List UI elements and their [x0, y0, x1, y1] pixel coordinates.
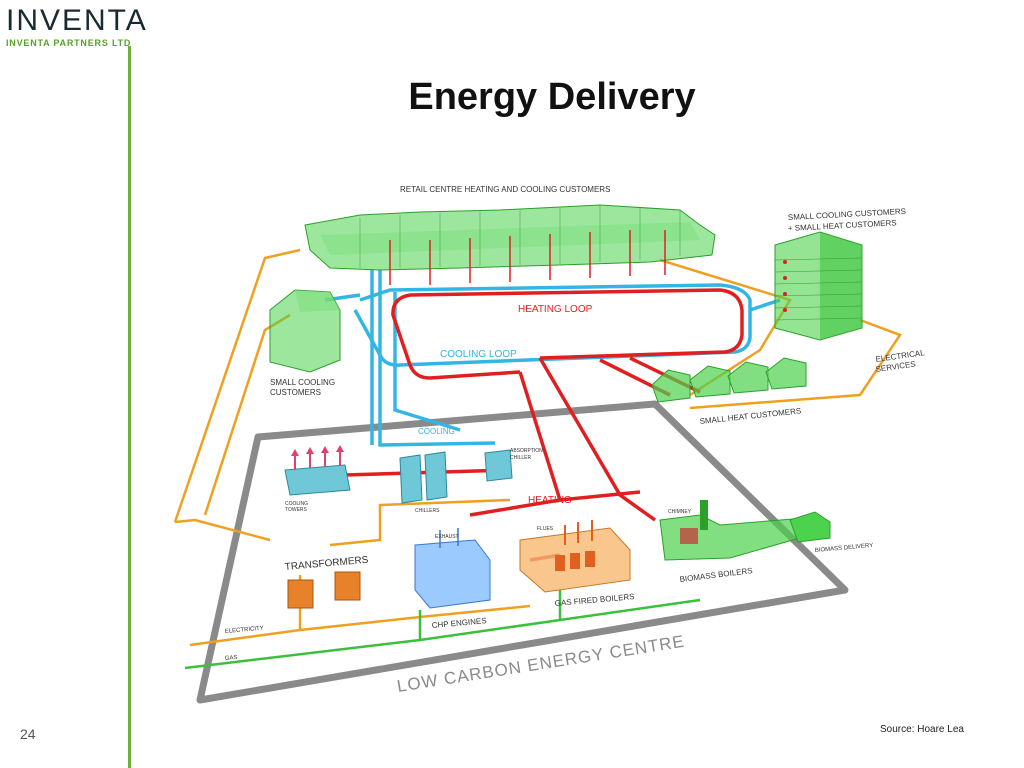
chp-engines: [414, 528, 491, 609]
label-small-cooling-1: SMALL COOLING: [270, 378, 335, 387]
label-biomass-delivery: BIOMASS DELIVERY: [815, 543, 874, 554]
label-absorption-1: ABSORPTION: [510, 448, 543, 454]
label-small-heat: SMALL HEAT CUSTOMERS: [699, 406, 801, 426]
label-cooling-loop: COOLING LOOP: [440, 349, 517, 360]
small-customers-tower: [774, 231, 863, 341]
label-cooling-towers-2: TOWERS: [285, 507, 308, 513]
label-heating-loop: HEATING LOOP: [518, 304, 593, 315]
small-heat-houses: [651, 357, 807, 403]
accent-divider: [128, 46, 131, 768]
label-cooling-towers-1: COOLING: [285, 501, 308, 507]
label-small-cooling-2: CUSTOMERS: [270, 388, 321, 397]
label-biomass-boilers: BIOMASS BOILERS: [679, 566, 753, 584]
biomass-boilers: [659, 500, 831, 561]
label-heating: HEATING: [528, 495, 572, 506]
inventa-logo: INVENTA INVENTA PARTNERS LTD: [6, 4, 166, 49]
label-transformers: TRANSFORMERS: [284, 555, 369, 573]
energy-centre-frame: [196, 400, 849, 704]
chillers: [399, 449, 513, 504]
source-credit: Source: Hoare Lea: [880, 724, 964, 735]
label-flues: FLUES: [537, 526, 554, 532]
gas-network: [184, 590, 701, 670]
label-chimney: CHIMNEY: [668, 509, 692, 515]
label-exhaust: EXHAUST: [435, 534, 459, 540]
retail-centre-buildings: [304, 204, 716, 285]
small-cooling-building: [269, 289, 341, 373]
label-retail: RETAIL CENTRE HEATING AND COOLING CUSTOM…: [400, 185, 610, 194]
label-electricity: ELECTRICITY: [225, 626, 264, 635]
logo-brand: INVENTA: [6, 4, 148, 37]
transformers: [287, 571, 361, 609]
label-gas: GAS: [225, 655, 238, 662]
logo-tagline: INVENTA PARTNERS LTD: [6, 38, 132, 48]
page-number: 24: [20, 726, 36, 742]
slide-title: Energy Delivery: [408, 76, 696, 118]
label-chillers: CHILLERS: [415, 508, 440, 514]
cooling-towers: [284, 445, 351, 496]
label-absorption-2: CHILLER: [510, 455, 532, 461]
gas-fired-boilers: [519, 520, 631, 593]
label-gas-fired-boilers: GAS FIRED BOILERS: [554, 592, 635, 608]
label-cooling: COOLING: [418, 427, 455, 436]
label-chp-engines: CHP ENGINES: [431, 616, 487, 630]
